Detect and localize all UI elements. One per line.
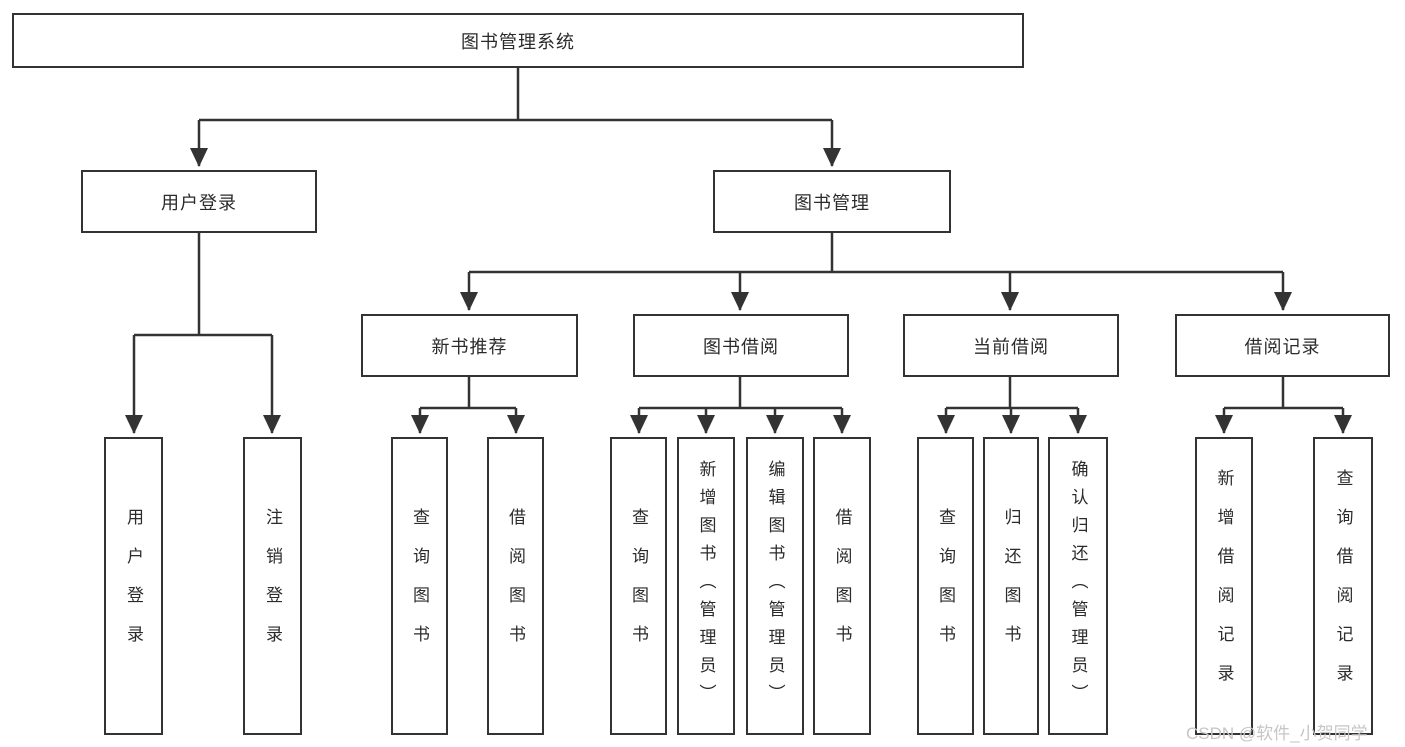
node-label: 图书管理系统 (461, 31, 575, 52)
leaf-logout: 注销登录 (243, 437, 302, 735)
leaf-query-borrow-record: 查询借阅记录 (1313, 437, 1373, 735)
leaf-add-borrow-record: 新增借阅记录 (1195, 437, 1253, 735)
leaf-user-login: 用户登录 (104, 437, 163, 735)
node-book-borrowing: 图书借阅 (633, 314, 849, 377)
node-label: 图书管理 (794, 192, 870, 213)
node-book-management: 图书管理 (713, 170, 951, 233)
node-label: 查询图书 (410, 508, 429, 664)
node-user-login: 用户登录 (81, 170, 317, 233)
node-label: 编辑图书（管理员） (765, 460, 785, 712)
node-label: 借阅记录 (1244, 336, 1321, 357)
node-label: 借阅图书 (506, 508, 525, 664)
leaf-add-books-admin: 新增图书（管理员） (677, 437, 735, 735)
connector-new-book-to-leaves (411, 377, 525, 434)
node-label: 新增图书（管理员） (696, 460, 716, 712)
leaf-confirm-return-admin: 确认归还（管理员） (1048, 437, 1108, 735)
node-label: 当前借阅 (973, 336, 1049, 357)
leaf-edit-books-admin: 编辑图书（管理员） (746, 437, 804, 735)
node-label: 图书借阅 (703, 336, 779, 357)
node-label: 归还图书 (1001, 508, 1021, 664)
node-label: 查询图书 (629, 508, 648, 664)
connector-book-borrow-to-leaves (630, 377, 851, 434)
node-borrowing-records: 借阅记录 (1175, 314, 1390, 377)
node-label: 查询图书 (936, 508, 955, 664)
connector-current-borrow-to-leaves (937, 377, 1087, 434)
leaf-query-books-recommend: 查询图书 (391, 437, 448, 735)
leaf-query-books-borrow: 查询图书 (610, 437, 667, 735)
node-label: 借阅图书 (832, 508, 852, 664)
leaf-query-books-current: 查询图书 (917, 437, 974, 735)
connector-user-login-to-leaves (125, 233, 281, 434)
connector-root-to-level2 (190, 68, 841, 167)
node-root-library-system: 图书管理系统 (12, 13, 1024, 68)
connector-book-mgmt-to-level3 (460, 233, 1292, 311)
node-label: 查询借阅记录 (1333, 469, 1353, 703)
node-label: 注销登录 (263, 508, 282, 664)
csdn-watermark: CSDN @软件_小贺同学 (1186, 724, 1368, 743)
connector-borrow-record-to-leaves (1215, 377, 1352, 434)
leaf-borrow-books: 借阅图书 (813, 437, 871, 735)
node-new-book-recommend: 新书推荐 (361, 314, 578, 377)
node-current-borrowing: 当前借阅 (903, 314, 1119, 377)
node-label: 新增借阅记录 (1214, 469, 1234, 703)
leaf-return-books: 归还图书 (983, 437, 1039, 735)
node-label: 新书推荐 (431, 336, 508, 357)
node-label: 用户登录 (161, 192, 237, 213)
node-label: 确认归还（管理员） (1068, 460, 1088, 712)
node-label: 用户登录 (124, 508, 143, 664)
leaf-borrow-books-recommend: 借阅图书 (487, 437, 544, 735)
